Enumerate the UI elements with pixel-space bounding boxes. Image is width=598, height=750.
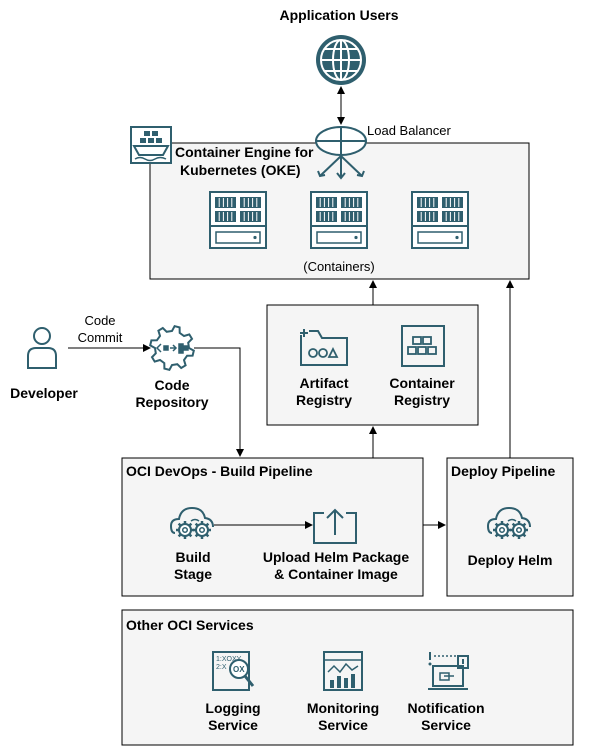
logging-icon: 1:XOXY 2:X OX <box>212 651 255 691</box>
container-server-icon <box>209 191 267 249</box>
artifact-registry-line1: Artifact <box>299 375 348 391</box>
notification-icon <box>428 652 469 690</box>
upload-line2: & Container Image <box>274 566 398 582</box>
notification-line2: Service <box>421 717 471 733</box>
application-users-label: Application Users <box>279 7 398 23</box>
deploy-pipeline-box <box>446 457 574 597</box>
container-registry-line1: Container <box>389 375 455 391</box>
oke-title-line1: Container Engine for <box>175 144 314 160</box>
code-commit-line1: Code <box>84 313 115 328</box>
code-repository-line1: Code <box>155 377 190 393</box>
svg-text:OX: OX <box>233 665 245 674</box>
deploy-helm-label: Deploy Helm <box>468 552 553 568</box>
build-stage-cloud-gears-icon <box>169 506 214 539</box>
container-server-icon <box>411 191 469 249</box>
other-services-box <box>121 609 574 746</box>
upload-icon <box>313 508 357 544</box>
container-server-icon <box>310 191 368 249</box>
developer-icon <box>27 327 57 369</box>
load-balancer-icon <box>315 126 367 180</box>
build-pipeline-title: OCI DevOps - Build Pipeline <box>126 463 313 479</box>
container-registry-icon <box>401 325 445 367</box>
deploy-pipeline-title: Deploy Pipeline <box>451 463 555 479</box>
artifact-registry-icon <box>300 329 348 366</box>
globe-icon <box>316 35 366 85</box>
build-stage-line2: Stage <box>174 566 212 582</box>
svg-text:2:X: 2:X <box>216 664 227 671</box>
notification-line1: Notification <box>408 700 485 716</box>
container-registry-line2: Registry <box>394 392 450 408</box>
artifact-registry-line2: Registry <box>296 392 352 408</box>
monitoring-icon <box>323 651 363 691</box>
monitoring-line1: Monitoring <box>307 700 379 716</box>
svg-text:1:XOXY: 1:XOXY <box>216 656 242 663</box>
deploy-helm-cloud-gears-icon <box>486 506 531 539</box>
load-balancer-label: Load Balancer <box>367 123 452 138</box>
repo-to-build-arrow <box>194 347 244 457</box>
logging-line2: Service <box>208 717 258 733</box>
code-repository-icon <box>149 325 195 371</box>
oke-title-line2: Kubernetes (OKE) <box>180 162 301 178</box>
code-repository-line2: Repository <box>135 394 208 410</box>
monitoring-line2: Service <box>318 717 368 733</box>
build-stage-line1: Build <box>176 549 211 565</box>
other-services-title: Other OCI Services <box>126 617 254 633</box>
logging-line1: Logging <box>205 700 260 716</box>
build-pipeline-box <box>121 457 424 597</box>
code-commit-line2: Commit <box>78 330 123 345</box>
containers-label: (Containers) <box>303 259 375 274</box>
upload-line1: Upload Helm Package <box>263 549 409 565</box>
oke-icon <box>130 126 172 164</box>
developer-label: Developer <box>10 385 78 401</box>
